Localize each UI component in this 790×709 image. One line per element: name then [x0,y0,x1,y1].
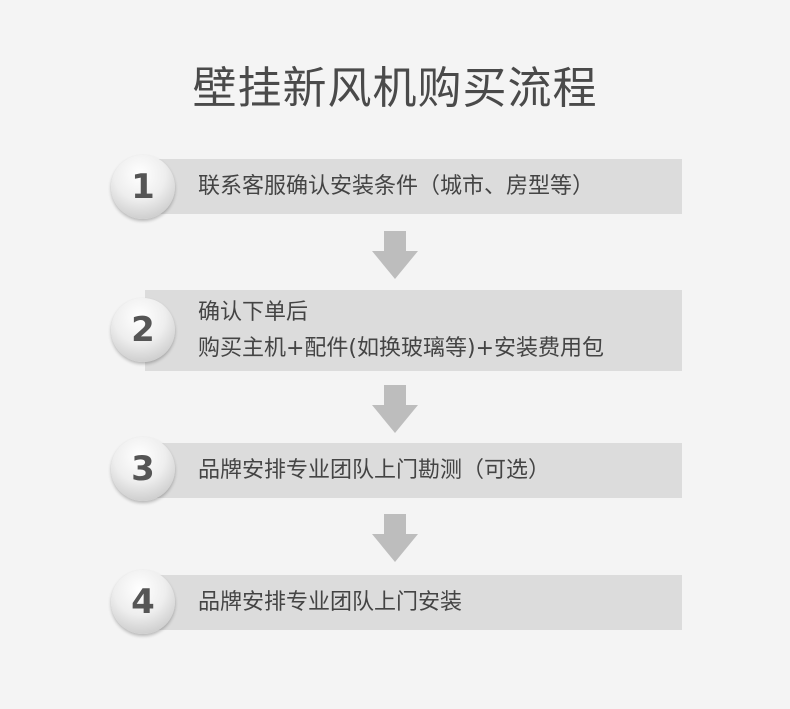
step-1-box: 联系客服确认安装条件（城市、房型等） [145,159,682,214]
step-4-text: 品牌安排专业团队上门安装 [198,589,463,615]
step-3-box: 品牌安排专业团队上门勘测（可选） [145,443,682,498]
down-arrow-icon [372,231,418,279]
step-2-number-badge: 2 [111,298,175,362]
down-arrow-icon [372,385,418,433]
step-2-box: 确认下单后 购买主机+配件(如换玻璃等)+安装费用包 [145,290,682,371]
step-3-number-badge: 3 [111,437,175,501]
step-4-number-badge: 4 [111,570,175,634]
step-3-text: 品牌安排专业团队上门勘测（可选） [198,457,551,483]
step-1-text: 联系客服确认安装条件（城市、房型等） [198,173,595,199]
step-2-text-line-1: 确认下单后 [198,299,309,325]
down-arrow-icon [372,514,418,562]
page-title: 壁挂新风机购买流程 [192,63,598,114]
step-2-text-line-2: 购买主机+配件(如换玻璃等)+安装费用包 [198,335,605,361]
step-1-number-badge: 1 [111,155,175,219]
step-4-box: 品牌安排专业团队上门安装 [145,575,682,630]
